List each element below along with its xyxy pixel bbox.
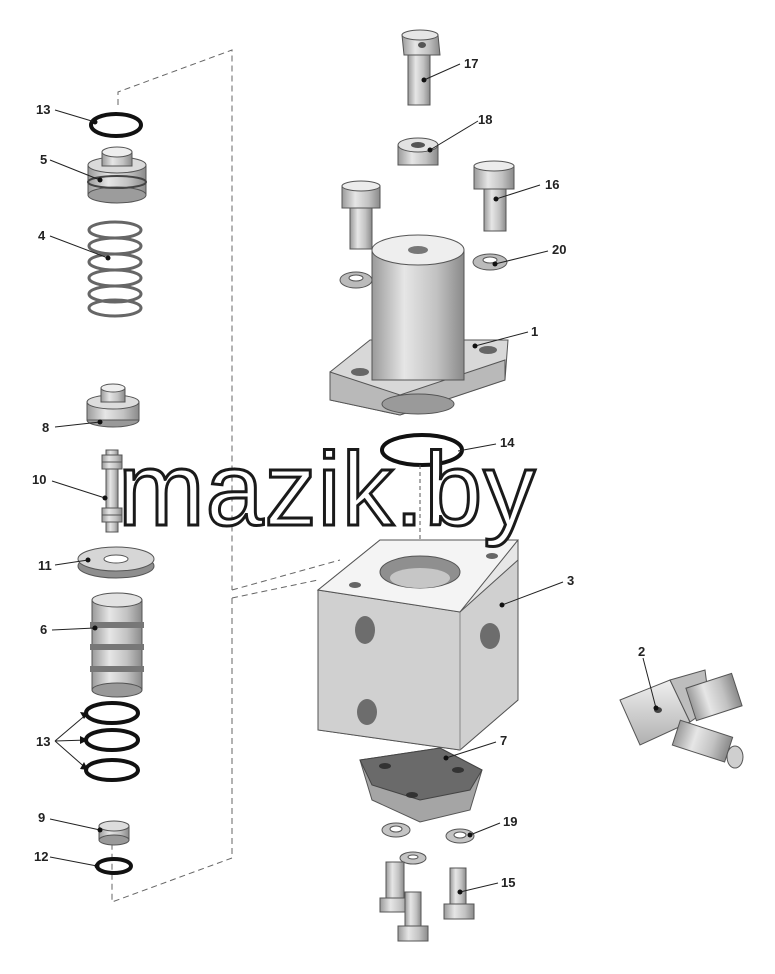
spool-6 [90,592,144,698]
bolt-15-left [379,861,411,913]
callout-9: 9 [38,810,45,825]
callout-1: 1 [531,324,538,339]
flange-housing-1 [329,234,509,416]
valve-cap-5 [87,146,147,204]
callout-7: 7 [500,733,507,748]
callout-5: 5 [40,152,47,167]
washer-19-right [445,828,475,844]
cover-plate-7 [359,747,483,823]
leader-lines [49,63,657,893]
callout-19: 19 [503,814,517,829]
callout-8: 8 [42,420,49,435]
banjo-bolt-17 [401,29,441,106]
callout-4: 4 [38,228,46,243]
bolt-15-center [397,891,429,942]
callout-13-top: 13 [36,102,50,117]
washer-19-left [381,822,411,838]
callout-17: 17 [464,56,478,71]
dashed-assembly-outline [111,49,341,903]
fitting-2 [619,669,744,769]
guide-8 [86,383,140,428]
o-ring-12 [95,857,133,875]
o-ring-13-top [89,112,143,138]
washer-11 [77,546,155,579]
callout-3: 3 [567,573,574,588]
bolt-16-right [473,160,515,232]
callout-16: 16 [545,177,559,192]
washer-20-left [339,271,373,289]
callout-12: 12 [34,849,48,864]
callout-6: 6 [40,622,47,637]
washer-20-right [472,253,508,271]
valve-body-3 [316,539,520,751]
callout-11: 11 [38,558,52,573]
bolt-15-right [443,867,475,920]
o-rings-13-group [84,701,140,782]
watermark-text: mazik.by [118,432,536,548]
bolt-16-left [341,180,381,250]
spring-4 [87,220,143,318]
leader-arrowheads-13 [80,712,88,770]
callout-15: 15 [501,875,515,890]
callout-13-group: 13 [36,734,50,749]
plug-9 [98,820,130,846]
callout-labels: 13 5 4 8 10 11 6 13 9 12 17 18 16 20 1 1… [32,56,645,890]
callout-20: 20 [552,242,566,257]
callout-14: 14 [500,435,515,450]
callout-18: 18 [478,112,492,127]
leader-dots [85,77,659,895]
washer-19-center [399,851,427,865]
rod-10 [101,449,123,533]
callout-10: 10 [32,472,46,487]
callout-2: 2 [638,644,645,659]
